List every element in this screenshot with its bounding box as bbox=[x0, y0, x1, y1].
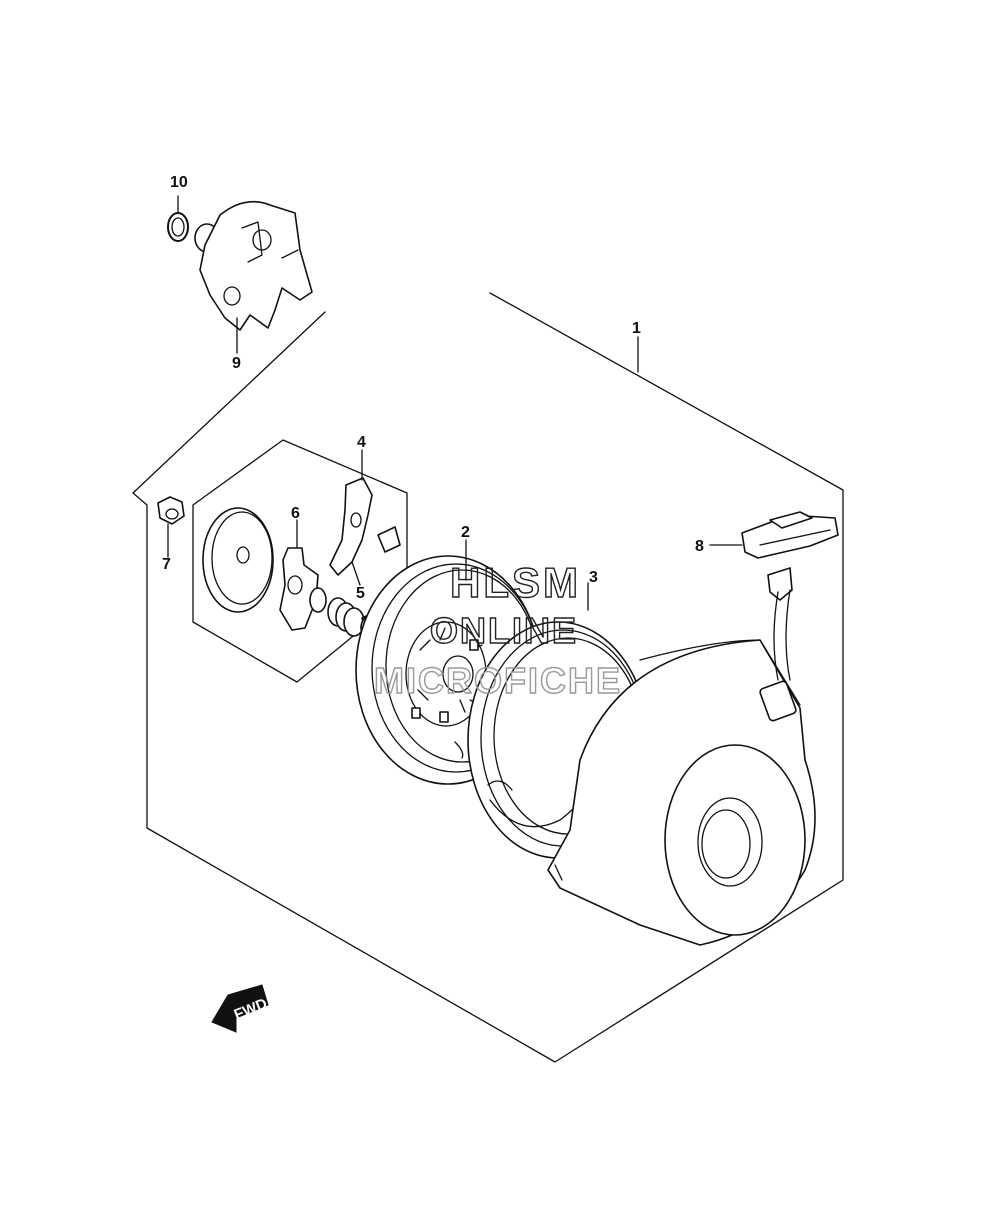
part-10-oring[interactable] bbox=[167, 212, 189, 242]
leader-lines bbox=[167, 195, 743, 611]
callout-4[interactable]: 4 bbox=[357, 434, 366, 451]
watermark-line-3: MICROFICHE bbox=[374, 660, 622, 701]
callout-2[interactable]: 2 bbox=[461, 524, 470, 541]
callout-5[interactable]: 5 bbox=[356, 585, 365, 602]
callout-8[interactable]: 8 bbox=[695, 538, 704, 555]
recoil-case[interactable] bbox=[547, 639, 816, 946]
assembly-outline bbox=[132, 292, 844, 1063]
fwd-badge: FWD bbox=[211, 984, 270, 1033]
watermark-line-1: HLSM bbox=[450, 559, 581, 606]
callout-3[interactable]: 3 bbox=[589, 569, 598, 586]
pin[interactable] bbox=[377, 526, 401, 553]
callout-10[interactable]: 10 bbox=[170, 174, 188, 191]
part-6-pawl[interactable] bbox=[279, 547, 319, 631]
callout-1[interactable]: 1 bbox=[632, 320, 641, 337]
friction-plate[interactable] bbox=[202, 507, 274, 613]
part-9-ratchet[interactable] bbox=[194, 200, 313, 331]
part-8-handle[interactable] bbox=[741, 511, 839, 681]
watermark-line-2: ONLINE bbox=[430, 610, 578, 651]
part-7-nut[interactable] bbox=[157, 496, 185, 525]
part-4-spring-arm[interactable] bbox=[329, 477, 373, 576]
callout-9[interactable]: 9 bbox=[232, 355, 241, 372]
watermark: HLSM ONLINE MICROFICHE bbox=[373, 558, 622, 701]
callout-7[interactable]: 7 bbox=[162, 556, 171, 573]
callout-6[interactable]: 6 bbox=[291, 505, 300, 522]
subassembly-outline bbox=[192, 439, 408, 683]
